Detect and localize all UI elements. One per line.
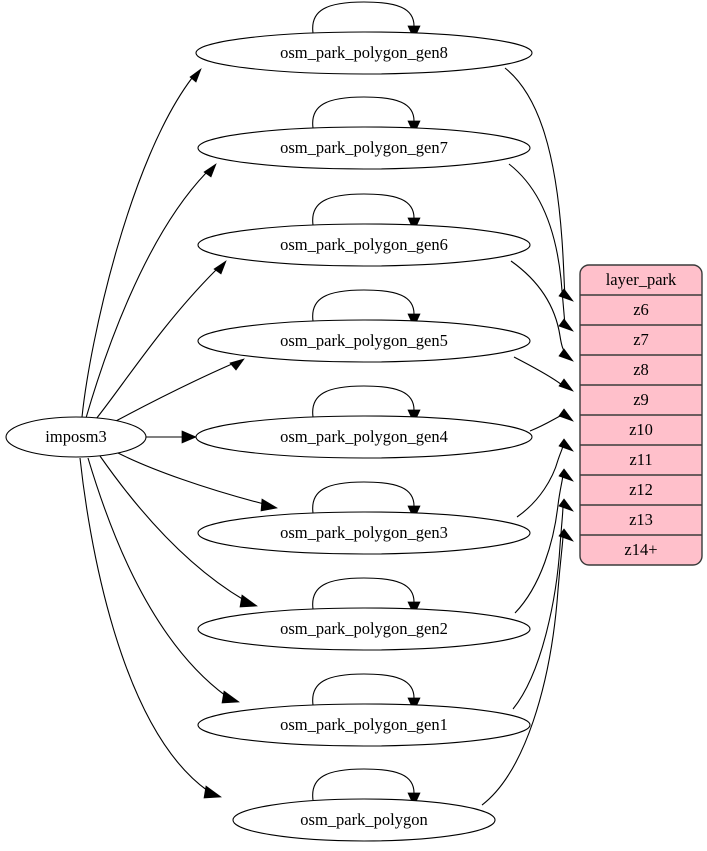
edge-imposm3-to-gen7 (85, 163, 217, 419)
gen1-ellipse[interactable] (197, 703, 531, 747)
gen6-ellipse[interactable] (197, 223, 531, 267)
edges-imposm3-to-nodes (79, 68, 278, 799)
edge-gen5-to-z9 (513, 356, 574, 392)
edge-gen7-to-z7 (508, 163, 574, 332)
edge-imposm3-to-gen4 (146, 430, 197, 444)
node-gen6[interactable]: osm_park_polygon_gen6 (197, 223, 531, 267)
gen5-ellipse[interactable] (197, 319, 531, 363)
node-gen4[interactable]: osm_park_polygon_gen4 (195, 415, 533, 459)
edge-gen2-to-z12 (514, 468, 574, 614)
edge-gen3-to-z11 (516, 438, 574, 518)
gen7-ellipse[interactable] (197, 126, 531, 170)
self-loop-polygon (312, 768, 421, 807)
gen8-ellipse[interactable] (195, 31, 533, 75)
node-gen7[interactable]: osm_park_polygon_gen7 (197, 126, 531, 170)
edge-gen6-to-z8 (510, 260, 574, 362)
node-gen2[interactable]: osm_park_polygon_gen2 (197, 607, 531, 651)
edge-imposm3-to-gen1 (87, 457, 240, 704)
node-gen1[interactable]: osm_park_polygon_gen1 (197, 703, 531, 747)
edge-imposm3-to-gen6 (95, 260, 227, 420)
osm-park-polygon-ellipse[interactable] (232, 798, 496, 842)
node-layer-park-table[interactable]: layer_park z6 z7 z8 z9 z10 z11 z12 z13 z… (579, 264, 703, 566)
gen2-ellipse[interactable] (197, 607, 531, 651)
edge-imposm3-to-gen8 (81, 68, 202, 418)
gen4-ellipse[interactable] (195, 415, 533, 459)
self-loop-edges (312, 1, 421, 807)
edge-imposm3-to-gen5 (113, 358, 245, 423)
node-gen5[interactable]: osm_park_polygon_gen5 (197, 319, 531, 363)
edge-imposm3-to-gen3 (117, 452, 278, 512)
edges-nodes-to-layer-park (481, 67, 574, 806)
edge-gen1-to-z13 (512, 498, 574, 710)
node-imposm3[interactable]: imposm3 (5, 416, 147, 458)
edge-imposm3-to-polygon (79, 457, 222, 799)
node-gen3[interactable]: osm_park_polygon_gen3 (197, 511, 531, 555)
node-gen8[interactable]: osm_park_polygon_gen8 (195, 31, 533, 75)
edge-gen8-to-z6 (504, 67, 574, 302)
edge-polygon-to-z14 (481, 528, 574, 806)
edge-gen4-to-z10 (529, 408, 574, 432)
imposm3-ellipse[interactable] (5, 416, 147, 458)
node-osm-park-polygon[interactable]: osm_park_polygon (232, 798, 496, 842)
edge-imposm3-to-gen2 (99, 455, 258, 608)
gen3-ellipse[interactable] (197, 511, 531, 555)
